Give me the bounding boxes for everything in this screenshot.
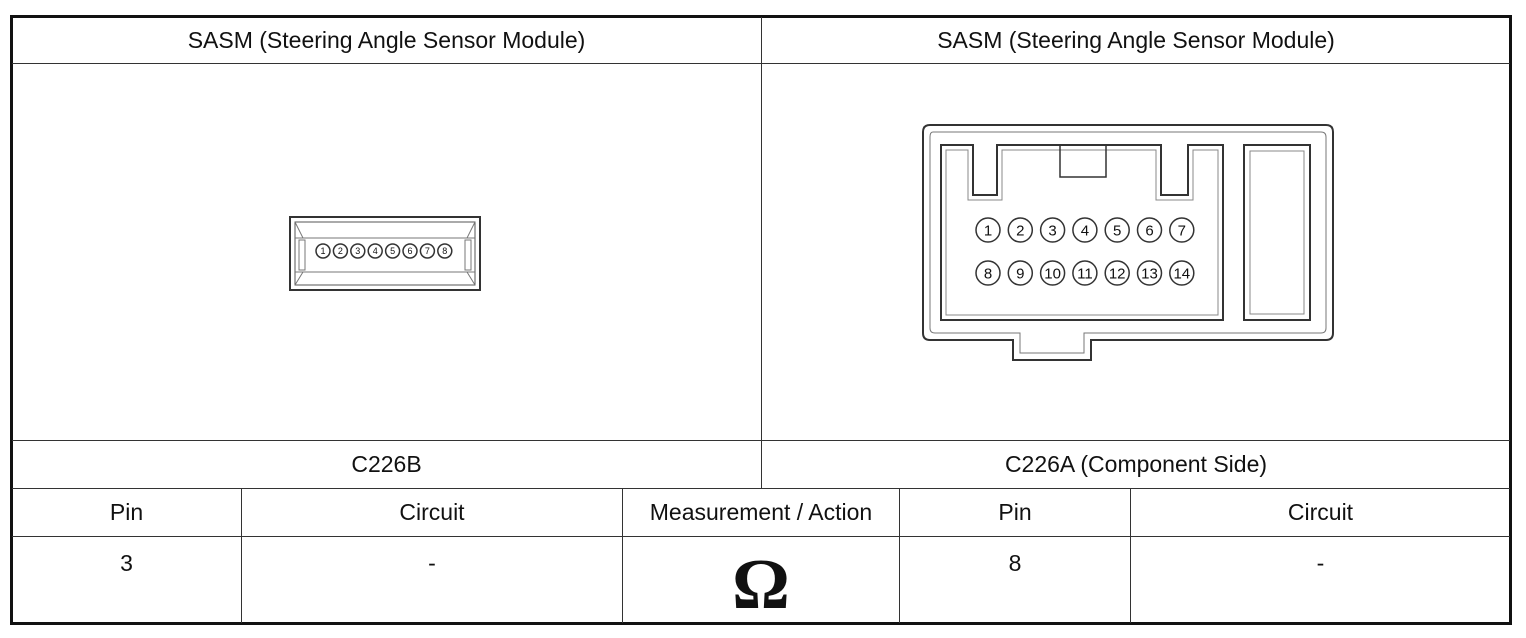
- pin-number: 2: [1016, 222, 1024, 239]
- pin-a-value: 3: [120, 550, 133, 576]
- pin-circle: [384, 243, 401, 259]
- pin-circle: [367, 243, 383, 259]
- pin-circle: [1039, 260, 1066, 286]
- pin-circle: [1104, 217, 1130, 243]
- pin-circle: [350, 243, 366, 259]
- pin-number: 4: [373, 246, 378, 256]
- divider: [12, 536, 1510, 537]
- divider: [899, 488, 900, 623]
- pin-number: 12: [1109, 265, 1126, 282]
- pin-number: 11: [1077, 265, 1093, 282]
- divider: [761, 17, 762, 489]
- pin-circle: [1007, 217, 1034, 243]
- divider: [622, 488, 623, 623]
- pin-number: 8: [984, 265, 992, 282]
- pin-number: 8: [442, 246, 447, 256]
- pin-number: 3: [1048, 222, 1056, 239]
- pin-circle: [975, 217, 1001, 243]
- ohm-icon: Ω: [732, 543, 790, 624]
- pin-number: 2: [338, 246, 343, 256]
- pin-number: 5: [390, 246, 395, 256]
- pin-circle: [1007, 260, 1034, 286]
- pin-number: 5: [1113, 222, 1121, 239]
- header-pin-b: Pin: [998, 499, 1032, 525]
- pin-circle: [1136, 260, 1163, 286]
- pin-number: 3: [355, 246, 360, 256]
- header-pin-a: Pin: [109, 499, 144, 525]
- header-measurement-action: Measurement / Action: [649, 499, 873, 525]
- circuit-a-value: -: [428, 550, 436, 576]
- pin-number: 9: [1016, 265, 1024, 282]
- pin-circle: [1104, 260, 1130, 286]
- pin-number: 6: [407, 246, 412, 256]
- pin-number: 6: [1145, 222, 1153, 239]
- pin-number: 4: [1081, 222, 1089, 239]
- pin-circle: [315, 243, 331, 259]
- pin-circle: [975, 260, 1001, 286]
- pin-number: 7: [425, 246, 430, 256]
- pin-number: 1: [984, 222, 992, 239]
- pin-number: 7: [1178, 222, 1186, 239]
- pin-circle: [1039, 217, 1066, 243]
- connector-test-sheet: [10, 15, 1512, 625]
- pin-number: 1: [320, 246, 325, 256]
- pin-number: 13: [1141, 265, 1158, 282]
- right-module-header: SASM (Steering Angle Sensor Module): [937, 27, 1335, 53]
- pin-circle: [1136, 217, 1163, 243]
- connector-c226a-label: C226A (Component Side): [1004, 451, 1268, 477]
- header-circuit-a: Circuit: [399, 499, 465, 525]
- pin-b-value: 8: [1008, 550, 1022, 576]
- header-circuit-b: Circuit: [1287, 499, 1354, 525]
- pin-number: 14: [1173, 265, 1190, 282]
- pin-circle: [1169, 260, 1195, 286]
- divider: [241, 488, 242, 623]
- pin-circle: [1169, 217, 1195, 243]
- connector-c226b-diagram: 1 2 3 4 5 6 7 8: [289, 216, 481, 291]
- pin-circle: [402, 243, 418, 259]
- pin-circle: [332, 243, 349, 259]
- pin-circle: [1072, 217, 1098, 243]
- pin-number: 10: [1044, 265, 1061, 282]
- pin-circle: [419, 243, 436, 259]
- divider: [1130, 488, 1131, 623]
- pin-circle: [1072, 260, 1098, 286]
- left-module-header: SASM (Steering Angle Sensor Module): [187, 27, 586, 53]
- connector-c226b-label: C226B: [351, 451, 422, 477]
- circuit-b-value: -: [1316, 550, 1325, 576]
- pin-circle: [437, 243, 453, 259]
